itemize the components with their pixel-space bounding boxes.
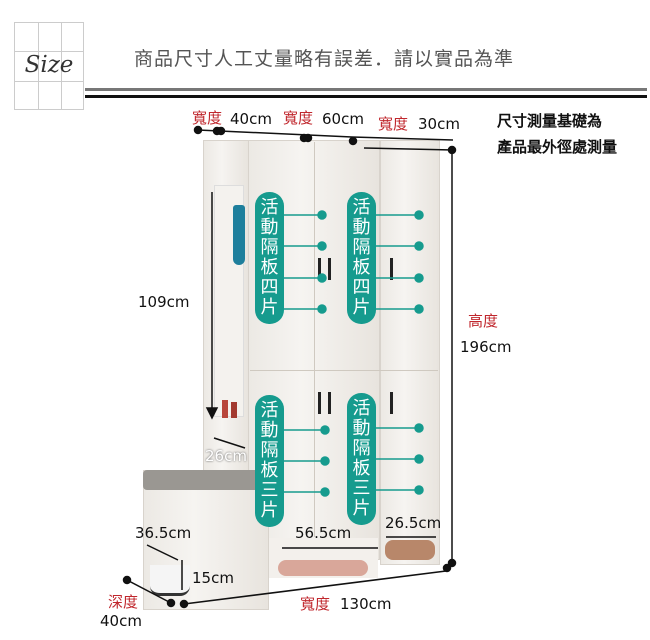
door-handle — [328, 392, 331, 414]
width-label-2: 寬度 — [283, 109, 314, 127]
door-handle — [318, 258, 321, 280]
width-label-1: 寬度 — [192, 109, 223, 127]
side-cabinet — [380, 140, 440, 565]
bench-depth-value: 36.5cm — [135, 524, 192, 542]
bottle-image — [222, 400, 228, 418]
depth-label: 深度 — [108, 593, 139, 611]
lower-right-shelf-callout: 活動隔板三片 — [347, 393, 376, 525]
door-handle — [390, 392, 393, 414]
door-handle — [328, 258, 331, 280]
width-value-30: 30cm — [418, 115, 460, 133]
shelf-depth-value: 26cm — [205, 447, 247, 465]
shoes-image — [278, 560, 368, 576]
total-width-value: 130cm — [340, 595, 392, 613]
bench-gap-value: 15cm — [192, 569, 234, 587]
note-line-2: 產品最外徑處測量 — [497, 138, 618, 156]
width-value-60: 60cm — [322, 110, 364, 128]
upper-left-shelf-callout: 活動隔板四片 — [255, 192, 284, 324]
divider-gray — [85, 88, 647, 91]
size-label: Size — [24, 52, 74, 78]
door-handle — [318, 392, 321, 414]
depth-value: 40cm — [100, 612, 142, 630]
divider-black — [85, 95, 647, 98]
shoes-image — [385, 540, 435, 560]
bench-cushion — [143, 470, 269, 490]
total-width-label: 寬度 — [300, 595, 331, 613]
width-value-40: 40cm — [230, 110, 272, 128]
bottom-right-width-value: 26.5cm — [385, 514, 442, 532]
door-handle — [390, 258, 393, 280]
size-grid-logo — [14, 22, 84, 110]
height-label: 高度 — [468, 312, 499, 330]
height-value: 196cm — [460, 338, 512, 356]
door-split — [250, 370, 438, 371]
upper-right-shelf-callout: 活動隔板四片 — [347, 192, 376, 324]
note-line-1: 尺寸測量基礎為 — [497, 112, 603, 130]
width-label-3: 寬度 — [378, 115, 409, 133]
door-split — [314, 142, 315, 537]
slippers-image — [150, 565, 190, 596]
lower-left-shelf-callout: 活動隔板三片 — [255, 395, 284, 527]
bottom-mid-width-value: 56.5cm — [295, 524, 352, 542]
hanger-height-value: 109cm — [138, 293, 190, 311]
bottle-image — [231, 402, 237, 418]
umbrella-image — [233, 205, 245, 265]
disclaimer-title: 商品尺寸人工丈量略有誤差．請以實品為準 — [134, 48, 515, 70]
